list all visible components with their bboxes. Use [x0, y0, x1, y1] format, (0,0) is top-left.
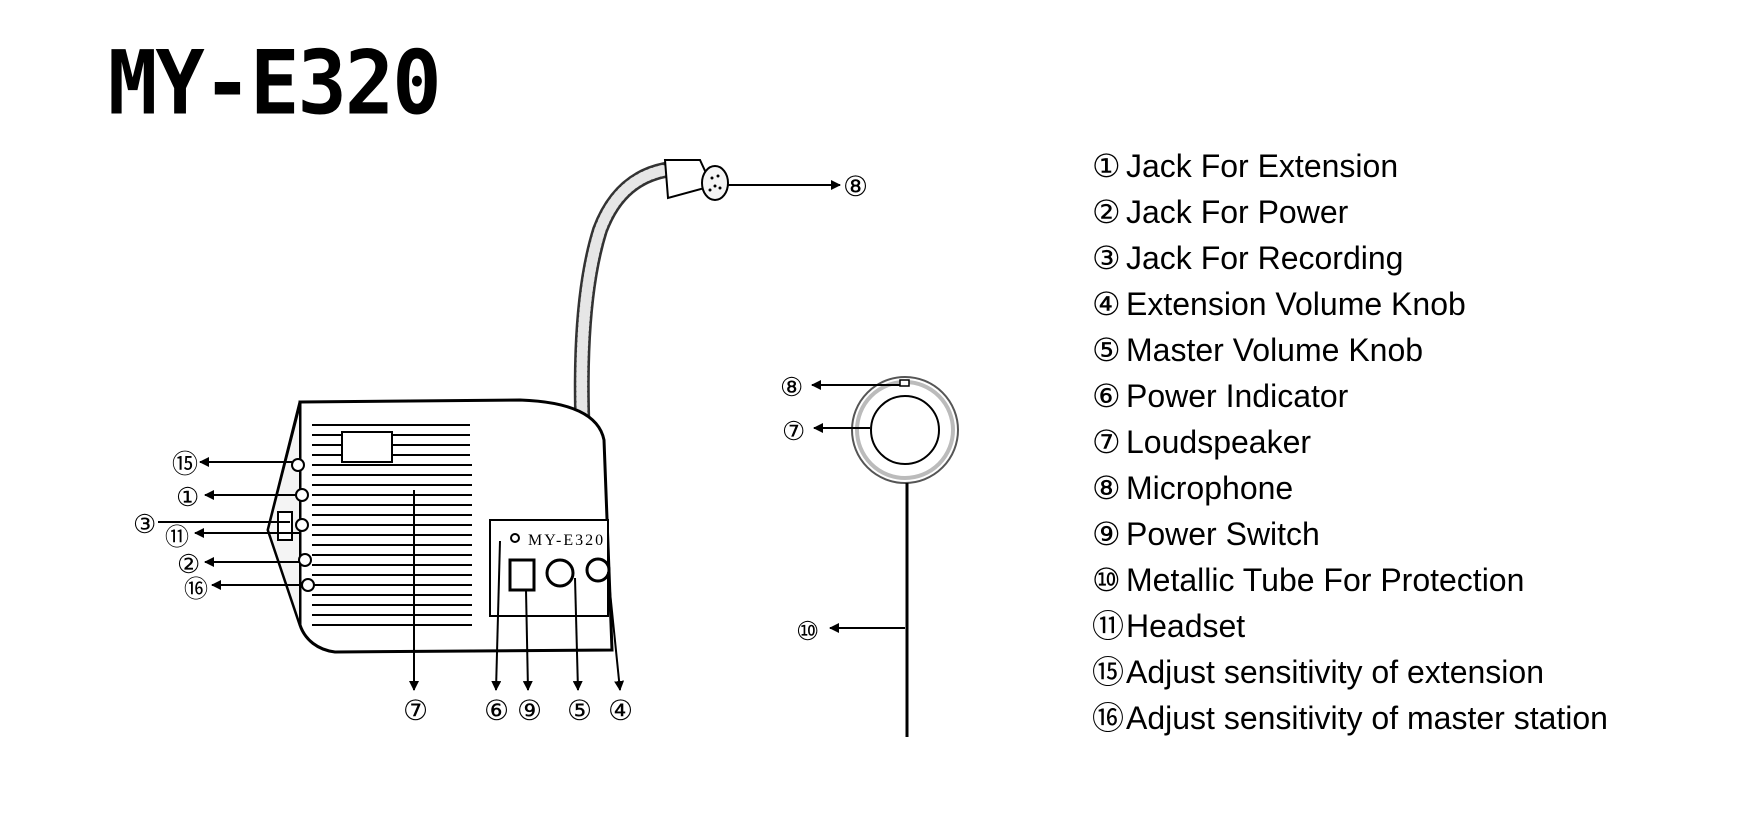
legend-number: ② [1092, 194, 1121, 230]
callout-mic-head-7: ⑦ [782, 417, 805, 446]
callout-bottom-6: ⑥ [484, 696, 509, 727]
extension-volume-knob [585, 557, 611, 583]
power-indicator-led [510, 533, 520, 543]
legend-text: Adjust sensitivity of extension [1126, 654, 1544, 690]
legend-number: ⑪ [1092, 608, 1125, 644]
callout-side-11: ⑪ [165, 524, 189, 551]
legend-number: ⑮ [1092, 654, 1125, 690]
model-title: MY-E320 [108, 32, 442, 136]
callout-side-2: ② [177, 550, 200, 579]
callout-mic-top: ⑧ [843, 172, 868, 203]
legend-number: ③ [1092, 240, 1121, 276]
legend-number: ⑯ [1092, 700, 1125, 736]
legend-text: Jack For Power [1126, 194, 1349, 230]
power-switch [508, 558, 536, 592]
callout-side-15: ⑮ [172, 450, 198, 479]
legend-text: Master Volume Knob [1126, 332, 1424, 368]
legend-text: Headset [1126, 608, 1246, 644]
callout-bottom-7: ⑦ [403, 696, 428, 727]
microphone-head [663, 159, 729, 201]
callout-arrow-5 [572, 577, 583, 691]
device-window [341, 431, 393, 463]
legend-number: ① [1092, 148, 1121, 184]
legend-text: Microphone [1126, 470, 1294, 506]
callout-tube-10: ⑩ [796, 617, 819, 646]
legend-text: Jack For Extension [1126, 148, 1399, 184]
mic-head-front-view [851, 376, 959, 484]
legend-item: ⑮Adjust sensitivity of extension [1092, 649, 1608, 695]
callout-bottom-4: ④ [608, 696, 633, 727]
callout-arrow-4 [607, 571, 625, 691]
legend-item: ⑯Adjust sensitivity of master station [1092, 695, 1608, 741]
callout-bottom-5: ⑤ [567, 696, 592, 727]
legend-number: ⑧ [1092, 470, 1121, 506]
legend-text: Metallic Tube For Protection [1126, 562, 1525, 598]
legend-number: ⑨ [1092, 516, 1121, 552]
legend-number: ⑩ [1092, 562, 1121, 598]
legend-number: ⑦ [1092, 424, 1121, 460]
legend-text: Jack For Recording [1126, 240, 1404, 276]
callout-mic-head-8: ⑧ [780, 373, 803, 402]
legend-number: ⑥ [1092, 378, 1121, 414]
legend-number: ④ [1092, 286, 1121, 322]
callout-arrow-9 [522, 589, 533, 691]
legend-text: Extension Volume Knob [1126, 286, 1466, 322]
callout-arrow-6 [491, 540, 502, 691]
callout-side-16: ⑯ [184, 576, 208, 603]
legend-text: Adjust sensitivity of master station [1126, 700, 1608, 736]
callout-side-1: ① [176, 483, 199, 512]
device-model-label: MY-E320 [528, 532, 605, 549]
master-volume-knob [545, 558, 575, 588]
legend-text: Power Switch [1126, 516, 1320, 552]
legend-number: ⑤ [1092, 332, 1121, 368]
callout-side-3: ③ [133, 510, 156, 539]
legend-text: Loudspeaker [1126, 424, 1312, 460]
legend-item: ⑪Headset [1092, 603, 1608, 649]
legend-text: Power Indicator [1126, 378, 1349, 414]
callout-bottom-9: ⑨ [517, 696, 542, 727]
